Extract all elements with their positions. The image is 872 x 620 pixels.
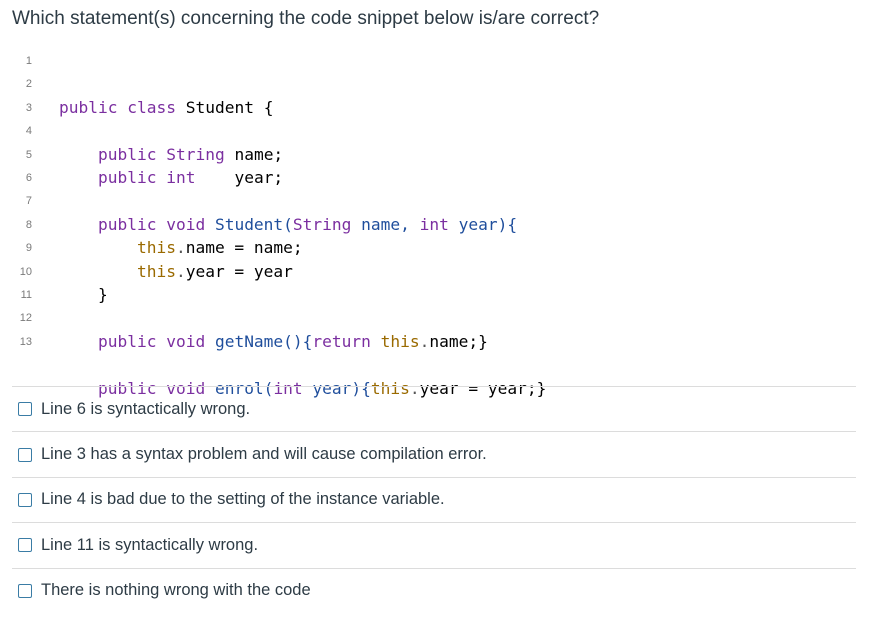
code-line-1: 1 public class Student { <box>0 49 860 117</box>
line-number: 9 <box>25 242 32 255</box>
code-line-2: 2 <box>0 72 860 95</box>
line-number: 13 <box>19 335 32 348</box>
line-number: 8 <box>25 218 32 231</box>
option-2[interactable]: Line 3 has a syntax problem and will cau… <box>12 431 856 476</box>
line-number: 10 <box>19 265 32 278</box>
code-line-12: 12 <box>0 306 860 329</box>
code-line-3: 3 public String name; <box>0 96 860 164</box>
question-text: Which statement(s) concerning the code s… <box>12 8 600 29</box>
checkbox-icon[interactable] <box>18 583 32 598</box>
line-number: 11 <box>20 288 32 301</box>
option-label[interactable]: There is nothing wrong with the code <box>41 581 311 600</box>
line-number: 12 <box>19 312 32 325</box>
line-number: 5 <box>25 148 32 161</box>
option-5[interactable]: There is nothing wrong with the code <box>12 567 856 613</box>
code-line-9: 9 } <box>0 236 860 304</box>
line-number: 7 <box>25 195 32 208</box>
code-line-6: 6 public void Student(String name, int y… <box>0 166 860 234</box>
code-line-7: 7 this.name = name; <box>0 189 860 257</box>
checkbox-icon[interactable] <box>18 538 32 553</box>
checkbox-icon[interactable] <box>18 402 32 417</box>
line-number: 1 <box>25 55 32 67</box>
line-number: 3 <box>25 101 32 114</box>
option-4[interactable]: Line 11 is syntactically wrong. <box>12 522 856 567</box>
answer-options: Line 6 is syntactically wrong. Line 3 ha… <box>12 386 856 613</box>
option-label[interactable]: Line 11 is syntactically wrong. <box>41 535 259 554</box>
option-label[interactable]: Line 3 has a syntax problem and will cau… <box>41 445 487 464</box>
line-number: 2 <box>25 78 32 91</box>
code-line-13: 13 public void enrol(int year){this.year… <box>0 330 860 398</box>
code-line-5: 5 <box>0 143 860 166</box>
code-line-8: 8 this.year = year <box>0 213 860 281</box>
code-snippet: 1 public class Student { 2 3 public Stri… <box>0 49 860 398</box>
option-1[interactable]: Line 6 is syntactically wrong. <box>12 386 856 431</box>
option-label[interactable]: Line 4 is bad due to the setting of the … <box>41 490 445 509</box>
code-line-4: 4 public int year; <box>0 119 860 187</box>
line-number: 6 <box>25 171 32 184</box>
option-3[interactable]: Line 4 is bad due to the setting of the … <box>12 476 856 522</box>
code-line-11: 11 public void getName(){return this.nam… <box>0 283 860 351</box>
checkbox-icon[interactable] <box>18 447 32 462</box>
line-number: 4 <box>25 125 32 138</box>
code-line-10: 10 <box>0 260 860 283</box>
option-label[interactable]: Line 6 is syntactically wrong. <box>41 399 251 418</box>
checkbox-icon[interactable] <box>18 492 32 507</box>
